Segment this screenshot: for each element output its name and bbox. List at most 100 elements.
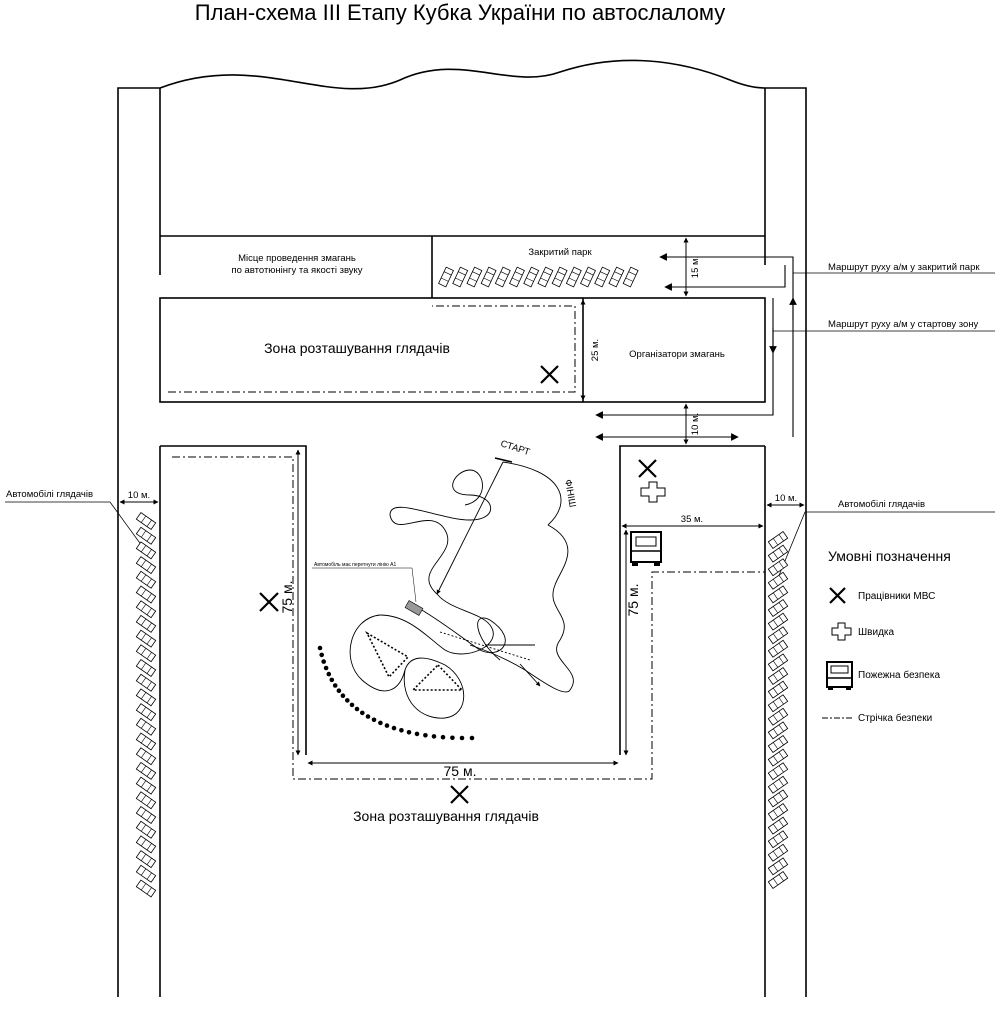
finish-label: ФІНІШ [562, 479, 578, 509]
parked-car [509, 266, 525, 288]
safety-tape-top [168, 305, 576, 393]
callout-cars-left-leader [5, 501, 143, 547]
spectator-car [767, 667, 789, 685]
spectator-car [767, 721, 789, 740]
police-marker-top [540, 365, 559, 384]
dim-15-label: 15 м. [690, 256, 701, 278]
spectator-car [135, 879, 157, 898]
cone-triangle-2 [411, 663, 464, 691]
closed-park-cars [438, 266, 639, 288]
closed-park-label: Закритий парк [528, 247, 592, 258]
spectator-car [135, 864, 157, 883]
spectator-car [767, 531, 789, 549]
spectator-car [767, 748, 789, 767]
parked-car [551, 266, 568, 288]
cone-dot [450, 735, 455, 741]
cone-dot [391, 725, 397, 731]
spectator-car [767, 626, 789, 645]
fire-truck-marker [630, 531, 662, 566]
spectator-car [767, 639, 789, 658]
dim-10-left-label: 10 м. [128, 490, 150, 501]
spectator-cars-left [135, 512, 157, 898]
dim-75-left-label: 75 м. [279, 581, 295, 614]
parked-car [523, 266, 540, 288]
car-note-label: Автомобіль має перетнути лінію А1 [314, 562, 396, 568]
spectator-car [135, 629, 157, 648]
spectator-car [135, 850, 157, 869]
callout-cars-right: Автомобілі глядачів [838, 499, 925, 510]
spectator-car [135, 835, 157, 854]
spectator-car [135, 614, 157, 633]
parked-car [452, 266, 469, 288]
ambulance-marker [640, 481, 666, 503]
start-line [494, 457, 513, 463]
spectator-car [135, 717, 157, 736]
cone-dot [329, 677, 335, 683]
spectator-car [767, 653, 789, 672]
callout-cars-right-leader [777, 511, 995, 579]
route-entry-arrow [664, 265, 786, 291]
organizers-label: Організатори змагань [629, 349, 725, 360]
track-car [404, 600, 424, 616]
cone-dot [349, 702, 355, 708]
cone-dot [336, 688, 342, 693]
spectator-car [767, 558, 789, 577]
site-outline [117, 59, 807, 997]
parked-car [537, 266, 554, 288]
dim-35-label: 35 м. [681, 514, 703, 525]
spectator-car [767, 843, 789, 862]
spectator-car [767, 599, 789, 617]
cone-dot [440, 734, 446, 740]
spectator-car [767, 612, 789, 631]
fire-truck-icon [826, 661, 853, 690]
dim-10-top-label: 10 м. [690, 413, 701, 435]
parked-car [438, 266, 454, 288]
spectator-car [135, 732, 157, 751]
tuning-zone-label-2: по автотюнінгу та якості звуку [231, 265, 362, 276]
legend-item-label: Швидка [858, 627, 894, 638]
spectator-car [135, 541, 157, 560]
slalom-track [349, 461, 574, 719]
cone-dot [332, 683, 338, 688]
spectator-car [767, 707, 789, 726]
spectator-car [135, 526, 157, 545]
spectator-car [135, 644, 157, 663]
cone-dot [431, 734, 437, 739]
page-title: План-схема ІІІ Етапу Кубка України по ав… [195, 0, 725, 25]
cone-triangle-1 [365, 630, 410, 679]
spectators-bottom-label: Зона розташування глядачів [353, 808, 539, 824]
parked-car [480, 266, 497, 288]
cone-dot [406, 730, 412, 735]
spectator-car [767, 871, 789, 889]
spectator-car [767, 775, 789, 794]
spectator-car [135, 688, 157, 707]
ambulance-cross-icon [831, 622, 852, 641]
cone-dot [340, 693, 346, 698]
legend-item-label: Пожежна безпека [858, 669, 940, 681]
cone-dot [321, 659, 327, 664]
parked-car [466, 266, 483, 288]
spectator-car [767, 571, 789, 590]
spectator-car [135, 747, 157, 766]
spectator-car [767, 816, 789, 835]
spectator-car [767, 680, 789, 699]
cone-dot [399, 728, 404, 733]
left-track-block [160, 445, 307, 755]
start-label: СТАРТ [499, 438, 531, 458]
spectator-cars-right [767, 531, 789, 889]
legend-item-label: Стрічка безпеки [858, 712, 932, 724]
spectator-car [135, 820, 157, 839]
cone-dot [378, 720, 383, 726]
safety-tape-arena [172, 456, 765, 780]
spectator-car [135, 585, 157, 604]
spectator-car [135, 512, 157, 530]
spectator-car [767, 830, 789, 849]
right-track-block [619, 445, 765, 755]
cone-dot [371, 717, 377, 723]
parked-car [565, 266, 582, 288]
cone-dot [459, 735, 465, 741]
spectator-car [135, 556, 157, 575]
callout-cars-left: Автомобілі глядачів [6, 489, 93, 500]
dim-25-label: 25 м. [590, 339, 601, 361]
